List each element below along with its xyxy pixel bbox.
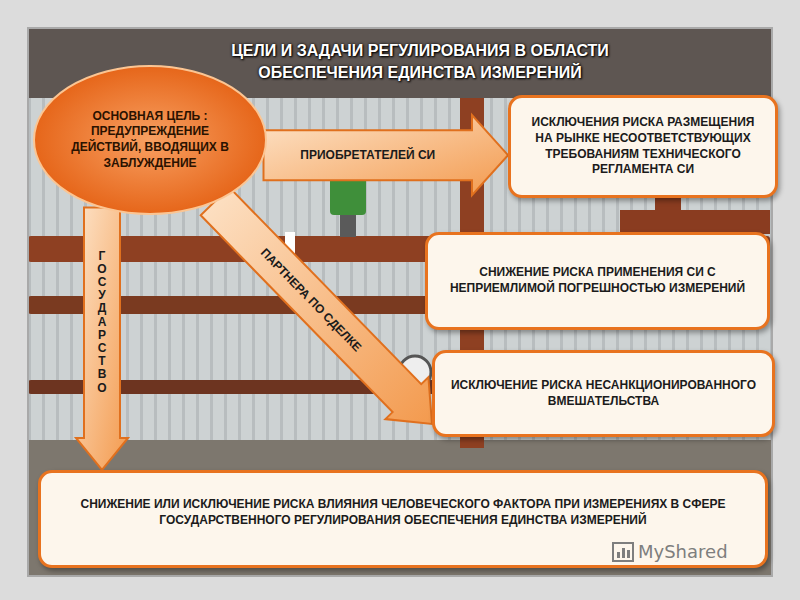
slide-title: ЦЕЛИ И ЗАДАЧИ РЕГУЛИРОВАНИЯ В ОБЛАСТИ ОБ… [185, 40, 655, 83]
task-box: СНИЖЕНИЕ РИСКА ПРИМЕНЕНИЯ СИ С НЕПРИЕМЛИ… [425, 232, 770, 330]
node-text: ИСКЛЮЧЕНИЯ РИСКА РАЗМЕЩЕНИЯ НА РЫНКЕ НЕС… [525, 115, 761, 177]
icon-bar [617, 552, 620, 558]
task-box: ИСКЛЮЧЕНИЯ РИСКА РАЗМЕЩЕНИЯ НА РЫНКЕ НЕС… [508, 95, 778, 198]
node-text-group: ИСКЛЮЧЕНИЕ РИСКА НЕСАНКЦИОНИРОВАННОГО ВМ… [449, 378, 758, 409]
node-text: СНИЖЕНИЕ ИЛИ ИСКЛЮЧЕНИЕ РИСКА ВЛИЯНИЯ ЧЕ… [55, 497, 751, 528]
node-text-group: ИСКЛЮЧЕНИЯ РИСКА РАЗМЕЩЕНИЯ НА РЫНКЕ НЕС… [525, 115, 761, 177]
block-arrow [76, 207, 128, 470]
node-text-group: СНИЖЕНИЕ РИСКА ПРИМЕНЕНИЯ СИ С НЕПРИЕМЛИ… [442, 265, 753, 296]
valve-stem [340, 215, 356, 237]
floor [28, 440, 772, 576]
arrow-label: ГОСУДАРСТВО [96, 250, 108, 395]
arrow-label: ПРИОБРЕТАТЕЛЕЙ СИ [300, 148, 435, 162]
node-text: СНИЖЕНИЕ РИСКА ПРИМЕНЕНИЯ СИ С НЕПРИЕМЛИ… [442, 265, 753, 296]
watermark-text: MyShared [638, 541, 728, 562]
block-arrow [264, 115, 509, 195]
goal-ellipse: ОСНОВНАЯ ЦЕЛЬ : ПРЕДУПРЕЖДЕНИЕ ДЕЙСТВИЙ,… [32, 64, 268, 216]
watermark-icon [612, 542, 634, 562]
icon-bar [622, 548, 625, 558]
ellipse-shape [34, 66, 266, 214]
task-box: ИСКЛЮЧЕНИЕ РИСКА НЕСАНКЦИОНИРОВАННОГО ВМ… [432, 350, 775, 437]
node-text-group: ОСНОВНАЯ ЦЕЛЬ : ПРЕДУПРЕЖДЕНИЕ ДЕЙСТВИЙ,… [70, 109, 230, 171]
wall-panels [28, 98, 772, 440]
node-text-group: СНИЖЕНИЕ ИЛИ ИСКЛЮЧЕНИЕ РИСКА ВЛИЯНИЯ ЧЕ… [55, 497, 751, 528]
watermark: MyShared [612, 541, 728, 562]
block-arrow [201, 187, 432, 424]
node-text: ИСКЛЮЧЕНИЕ РИСКА НЕСАНКЦИОНИРОВАННОГО ВМ… [449, 378, 758, 409]
node-text: ОСНОВНАЯ ЦЕЛЬ : ПРЕДУПРЕЖДЕНИЕ ДЕЙСТВИЙ,… [70, 109, 230, 171]
pipe [620, 210, 770, 234]
icon-bar [627, 550, 630, 558]
